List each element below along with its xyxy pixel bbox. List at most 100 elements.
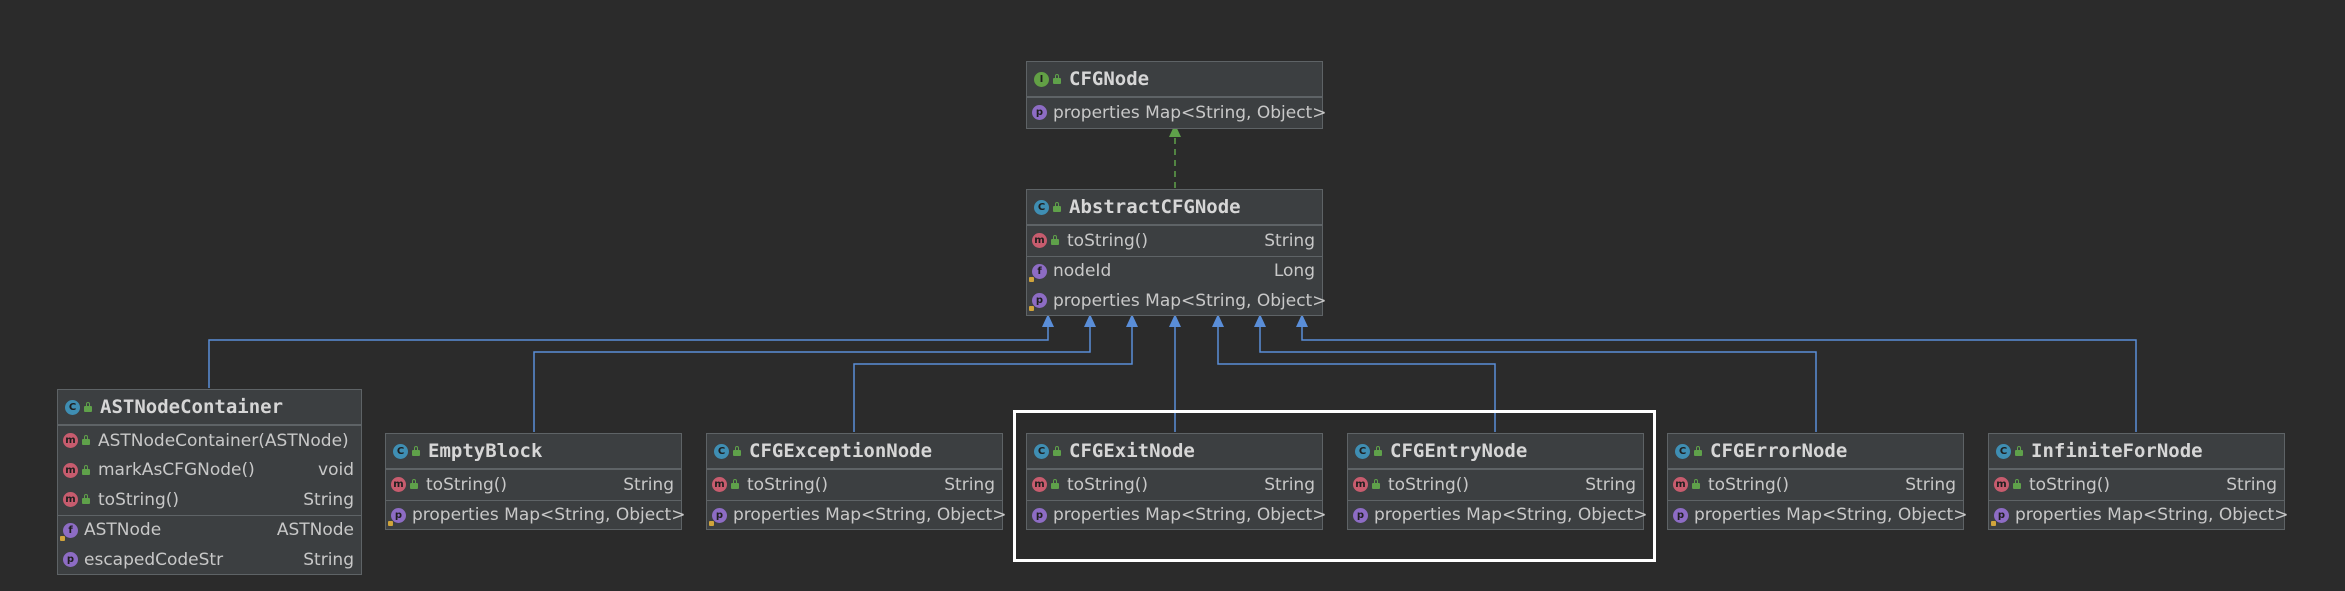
member-type: String	[2226, 474, 2277, 495]
member-row[interactable]: m toString() String	[58, 485, 361, 515]
public-visibility-icon	[1052, 201, 1063, 213]
member-name: nodeId	[1053, 261, 1112, 282]
method-icon: m	[1032, 233, 1047, 249]
class-box-cfgexitnode[interactable]: C CFGExitNode m toString() String p prop…	[1026, 433, 1326, 531]
member-row[interactable]: p properties Map<String, Object>	[1027, 98, 1326, 128]
class-name: EmptyBlock	[428, 440, 543, 462]
member-row[interactable]: m toString() String	[707, 470, 1002, 500]
class-box-cfgentrynode[interactable]: C CFGEntryNode m toString() String p pro…	[1347, 433, 1647, 531]
class-header: C CFGErrorNode	[1668, 434, 1963, 469]
methods-section: m ASTNodeContainer(ASTNode) m markAsCFGN…	[58, 425, 361, 515]
public-visibility-icon	[2014, 445, 2025, 457]
member-row[interactable]: p properties Map<String, Object>	[1668, 501, 1967, 531]
fields-section: p properties Map<String, Object>	[1989, 499, 2288, 531]
methods-section: m toString() String	[707, 469, 1002, 500]
property-icon: p	[1673, 507, 1688, 523]
member-row[interactable]: m toString() String	[386, 470, 681, 500]
extends-edge-cfgerrornode	[1254, 314, 1817, 432]
class-box-emptyblock[interactable]: C EmptyBlock m toString() String p prope…	[385, 433, 685, 531]
method-icon: m	[1032, 477, 1047, 493]
member-name: markAsCFGNode()	[98, 460, 255, 481]
method-icon: m	[712, 477, 727, 493]
member-row[interactable]: m markAsCFGNode() void	[58, 456, 361, 486]
method-icon: m	[1353, 477, 1368, 493]
member-row[interactable]: p properties Map<String, Object>	[1348, 501, 1647, 531]
member-row[interactable]: m ASTNodeContainer(ASTNode)	[58, 426, 361, 456]
class-icon: C	[393, 443, 408, 459]
member-row[interactable]: p properties Map<String, Object>	[1027, 286, 1326, 316]
member-name: properties Map<String, Object>	[733, 505, 1007, 526]
property-icon: p	[63, 552, 78, 568]
methods-section: m toString() String	[1348, 469, 1643, 500]
fields-section: p properties Map<String, Object>	[386, 499, 685, 531]
extends-edge-infinitefornode	[1296, 314, 2137, 432]
property-icon: p	[709, 507, 727, 526]
class-name: CFGExitNode	[1069, 440, 1195, 462]
public-visibility-icon	[81, 464, 92, 476]
member-row[interactable]: p properties Map<String, Object>	[386, 501, 685, 531]
methods-section: m toString() String	[1027, 469, 1322, 500]
class-name: CFGErrorNode	[1710, 440, 1848, 462]
member-row[interactable]: p properties Map<String, Object>	[707, 501, 1006, 531]
methods-section: m toString() String	[1989, 469, 2284, 500]
member-type: ASTNode	[276, 520, 354, 541]
public-visibility-icon	[81, 494, 92, 505]
member-name: properties Map<String, Object>	[1053, 102, 1327, 123]
class-name: InfiniteForNode	[2031, 440, 2203, 462]
member-type: String	[1585, 474, 1636, 495]
member-name: ASTNodeContainer(ASTNode)	[98, 430, 349, 451]
member-name: toString()	[426, 474, 508, 495]
member-name: toString()	[1388, 474, 1470, 495]
member-name: properties Map<String, Object>	[1053, 505, 1327, 526]
member-name: escapedCodeStr	[84, 549, 224, 570]
class-icon: C	[65, 399, 80, 415]
property-icon: p	[1032, 507, 1047, 523]
member-type: String	[1264, 474, 1315, 495]
class-box-abstractcfgnode[interactable]: C AbstractCFGNode m toString() String f …	[1026, 189, 1326, 316]
class-box-astnodecontainer[interactable]: C ASTNodeContainer m ASTNodeContainer(AS…	[57, 389, 362, 575]
member-row[interactable]: p escapedCodeStr String	[58, 545, 361, 575]
class-name: CFGExceptionNode	[749, 440, 933, 462]
member-row[interactable]: p properties Map<String, Object>	[1989, 501, 2288, 531]
member-row[interactable]: f nodeId Long	[1027, 257, 1322, 287]
member-type: String	[303, 549, 354, 570]
method-icon: m	[63, 492, 78, 508]
fields-section: p properties Map<String, Object>	[1027, 499, 1326, 531]
public-visibility-icon	[2012, 479, 2023, 490]
class-box-cfgexceptionnode[interactable]: C CFGExceptionNode m toString() String p…	[706, 433, 1006, 531]
interface-icon: I	[1034, 71, 1049, 87]
public-visibility-icon	[1691, 479, 1702, 490]
fields-section: p properties Map<String, Object>	[1668, 499, 1967, 531]
member-type: String	[623, 474, 674, 495]
field-icon: f	[1029, 263, 1047, 282]
class-name: CFGNode	[1069, 68, 1150, 90]
member-row[interactable]: p properties Map<String, Object>	[1027, 501, 1326, 531]
member-name: properties Map<String, Object>	[1694, 505, 1968, 526]
property-icon: p	[388, 507, 406, 526]
member-row[interactable]: m toString() String	[1027, 470, 1322, 500]
class-header: C CFGExitNode	[1027, 434, 1322, 469]
public-visibility-icon	[81, 435, 92, 446]
extends-edge-cfgentrynode	[1212, 314, 1496, 432]
member-row[interactable]: m toString() String	[1027, 226, 1322, 256]
member-row[interactable]: m toString() String	[1668, 470, 1963, 500]
class-box-cfgerrornode[interactable]: C CFGErrorNode m toString() String p pro…	[1667, 433, 1967, 531]
public-visibility-icon	[1371, 479, 1382, 490]
member-row[interactable]: m toString() String	[1348, 470, 1643, 500]
member-row[interactable]: f ASTNode ASTNode	[58, 516, 361, 546]
public-visibility-icon	[1693, 445, 1704, 457]
class-box-infinitefornode[interactable]: C InfiniteForNode m toString() String p …	[1988, 433, 2288, 531]
member-row[interactable]: m toString() String	[1989, 470, 2284, 500]
public-visibility-icon	[409, 479, 420, 490]
public-visibility-icon	[1050, 235, 1061, 246]
methods-section: m toString() String	[386, 469, 681, 500]
public-visibility-icon	[732, 445, 743, 457]
abstract-class-icon: C	[1034, 199, 1049, 215]
member-type: String	[303, 489, 354, 510]
class-icon: C	[1996, 443, 2011, 459]
class-header: C ASTNodeContainer	[58, 390, 361, 425]
member-name: properties Map<String, Object>	[412, 505, 686, 526]
class-icon: C	[1355, 443, 1370, 459]
class-box-cfgnode[interactable]: I CFGNode p properties Map<String, Objec…	[1026, 61, 1326, 129]
